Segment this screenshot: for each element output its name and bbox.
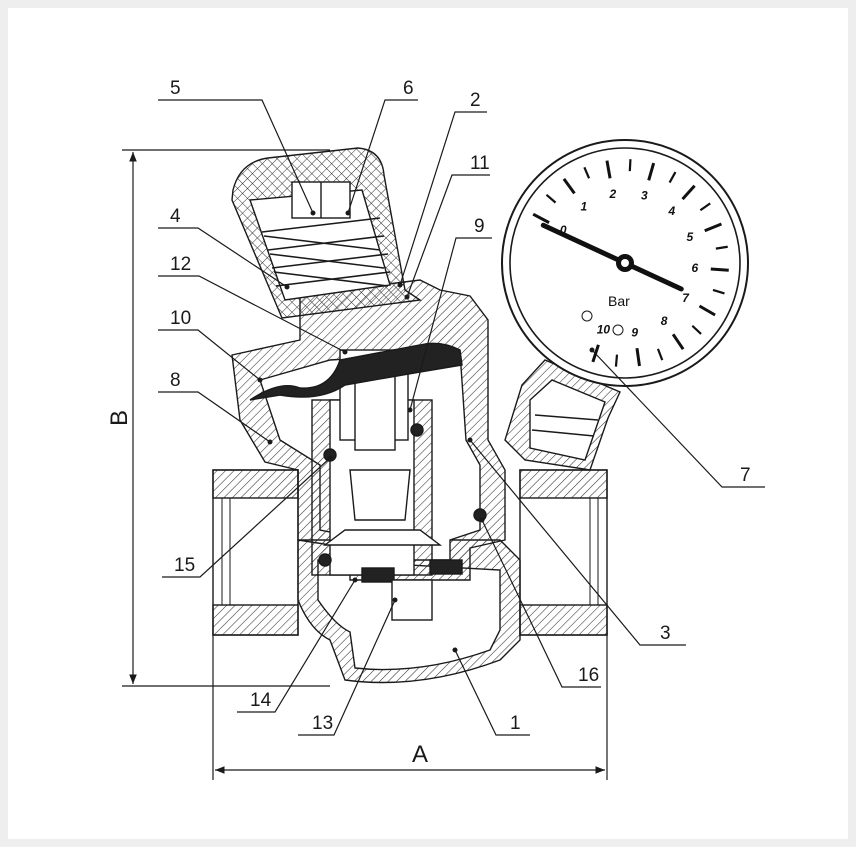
callout-leader xyxy=(469,439,686,646)
gauge-scale-label: 6 xyxy=(691,261,698,275)
callout-leader xyxy=(158,275,346,353)
callout-dot xyxy=(267,439,273,445)
gauge-tick xyxy=(681,184,696,201)
callout-label-7: 7 xyxy=(740,465,751,486)
callout-dot xyxy=(397,282,403,288)
gauge-tick xyxy=(715,245,728,250)
callout-label-15: 15 xyxy=(174,555,195,576)
callout-label-2: 2 xyxy=(470,90,481,111)
callout-dot xyxy=(345,210,351,216)
callout-dot xyxy=(352,577,358,583)
gauge-tick xyxy=(712,288,725,295)
callout-dot xyxy=(452,647,458,653)
callout-label-12: 12 xyxy=(170,254,191,275)
gauge-tick xyxy=(532,212,550,224)
callout-dot xyxy=(404,294,410,300)
gauge-tick xyxy=(647,162,656,181)
gauge-scale-label: 0 xyxy=(560,223,567,237)
gauge-tick xyxy=(668,171,677,184)
gauge-connector xyxy=(504,359,621,471)
callout-label-5: 5 xyxy=(170,78,181,99)
callout-leader xyxy=(409,237,492,411)
callout-leader xyxy=(399,111,487,286)
gauge-scale-label: 10 xyxy=(597,323,611,337)
callout-label-9: 9 xyxy=(474,216,485,237)
gauge-scale-label: 1 xyxy=(581,199,588,213)
callout-label-13: 13 xyxy=(312,713,333,734)
callout-label-11: 11 xyxy=(470,153,490,174)
callout-leader xyxy=(454,649,530,736)
gauge-scale-label: 3 xyxy=(641,189,648,203)
callout-dot xyxy=(467,437,473,443)
callout-leader xyxy=(237,579,356,713)
gauge-tick xyxy=(628,159,632,172)
callout-dot xyxy=(257,377,263,383)
gauge-tick xyxy=(691,324,702,335)
cartridge xyxy=(249,342,487,621)
callout-label-8: 8 xyxy=(170,370,181,391)
callout-leader xyxy=(406,174,490,298)
gauge-tick xyxy=(704,222,722,233)
gauge-screws xyxy=(581,310,624,336)
gauge-tick xyxy=(671,333,685,351)
spring-cap xyxy=(231,147,422,319)
callout-dot xyxy=(284,284,290,290)
gauge-needle xyxy=(540,222,684,292)
dimension-a xyxy=(212,630,608,780)
callout-dot xyxy=(310,210,316,216)
callout-leader xyxy=(481,519,601,688)
dimension-b-label: B xyxy=(106,410,133,426)
gauge-scale-label: 2 xyxy=(609,187,617,201)
gauge-tick xyxy=(583,166,591,179)
gauge-tick xyxy=(562,177,576,195)
gauge-scale-label: 9 xyxy=(631,325,638,339)
gauge-scale-label: 5 xyxy=(687,230,694,244)
gauge-tick xyxy=(545,193,557,204)
callout-label-4: 4 xyxy=(170,206,181,227)
callout-label-14: 14 xyxy=(250,690,272,711)
callout-leader xyxy=(158,227,288,288)
callout-leader xyxy=(591,349,765,488)
gauge-unit-label: Bar xyxy=(608,293,630,309)
gauge-scale-label: 4 xyxy=(667,204,675,218)
dimension-a-label: A xyxy=(412,741,428,768)
gauge-tick xyxy=(635,347,641,367)
gauge-scale-label: 8 xyxy=(661,314,668,328)
callout-dot xyxy=(479,517,485,523)
callout-leader xyxy=(162,457,331,578)
callout-dot xyxy=(342,349,348,355)
callout-dot xyxy=(589,347,595,353)
callout-dot xyxy=(327,455,333,461)
gauge-scale: 01 2 3 45 6 78 9 10 xyxy=(532,159,729,367)
pressure-gauge: 01 2 3 45 6 78 9 10 Bar xyxy=(501,139,749,387)
gauge-tick xyxy=(710,267,729,272)
callout-label-16: 16 xyxy=(578,665,599,686)
gauge-tick xyxy=(699,202,711,212)
gauge-tick xyxy=(656,348,664,361)
gauge-scale-label: 7 xyxy=(682,291,690,305)
gauge-tick xyxy=(698,304,716,317)
callout-leader xyxy=(158,391,271,443)
gauge-tick xyxy=(605,160,612,179)
callout-label-3: 3 xyxy=(660,623,671,644)
dimension-b xyxy=(122,149,330,687)
gauge-tick xyxy=(614,354,619,367)
callout-leader xyxy=(158,99,314,214)
callout-label-10: 10 xyxy=(170,308,191,329)
callout-dot xyxy=(407,407,413,413)
callout-leader xyxy=(298,599,396,736)
callout-label-6: 6 xyxy=(403,78,414,99)
callout-leader xyxy=(158,329,261,381)
callout-label-1: 1 xyxy=(510,713,521,734)
callout-dot xyxy=(392,597,398,603)
callout-leader xyxy=(347,99,418,214)
